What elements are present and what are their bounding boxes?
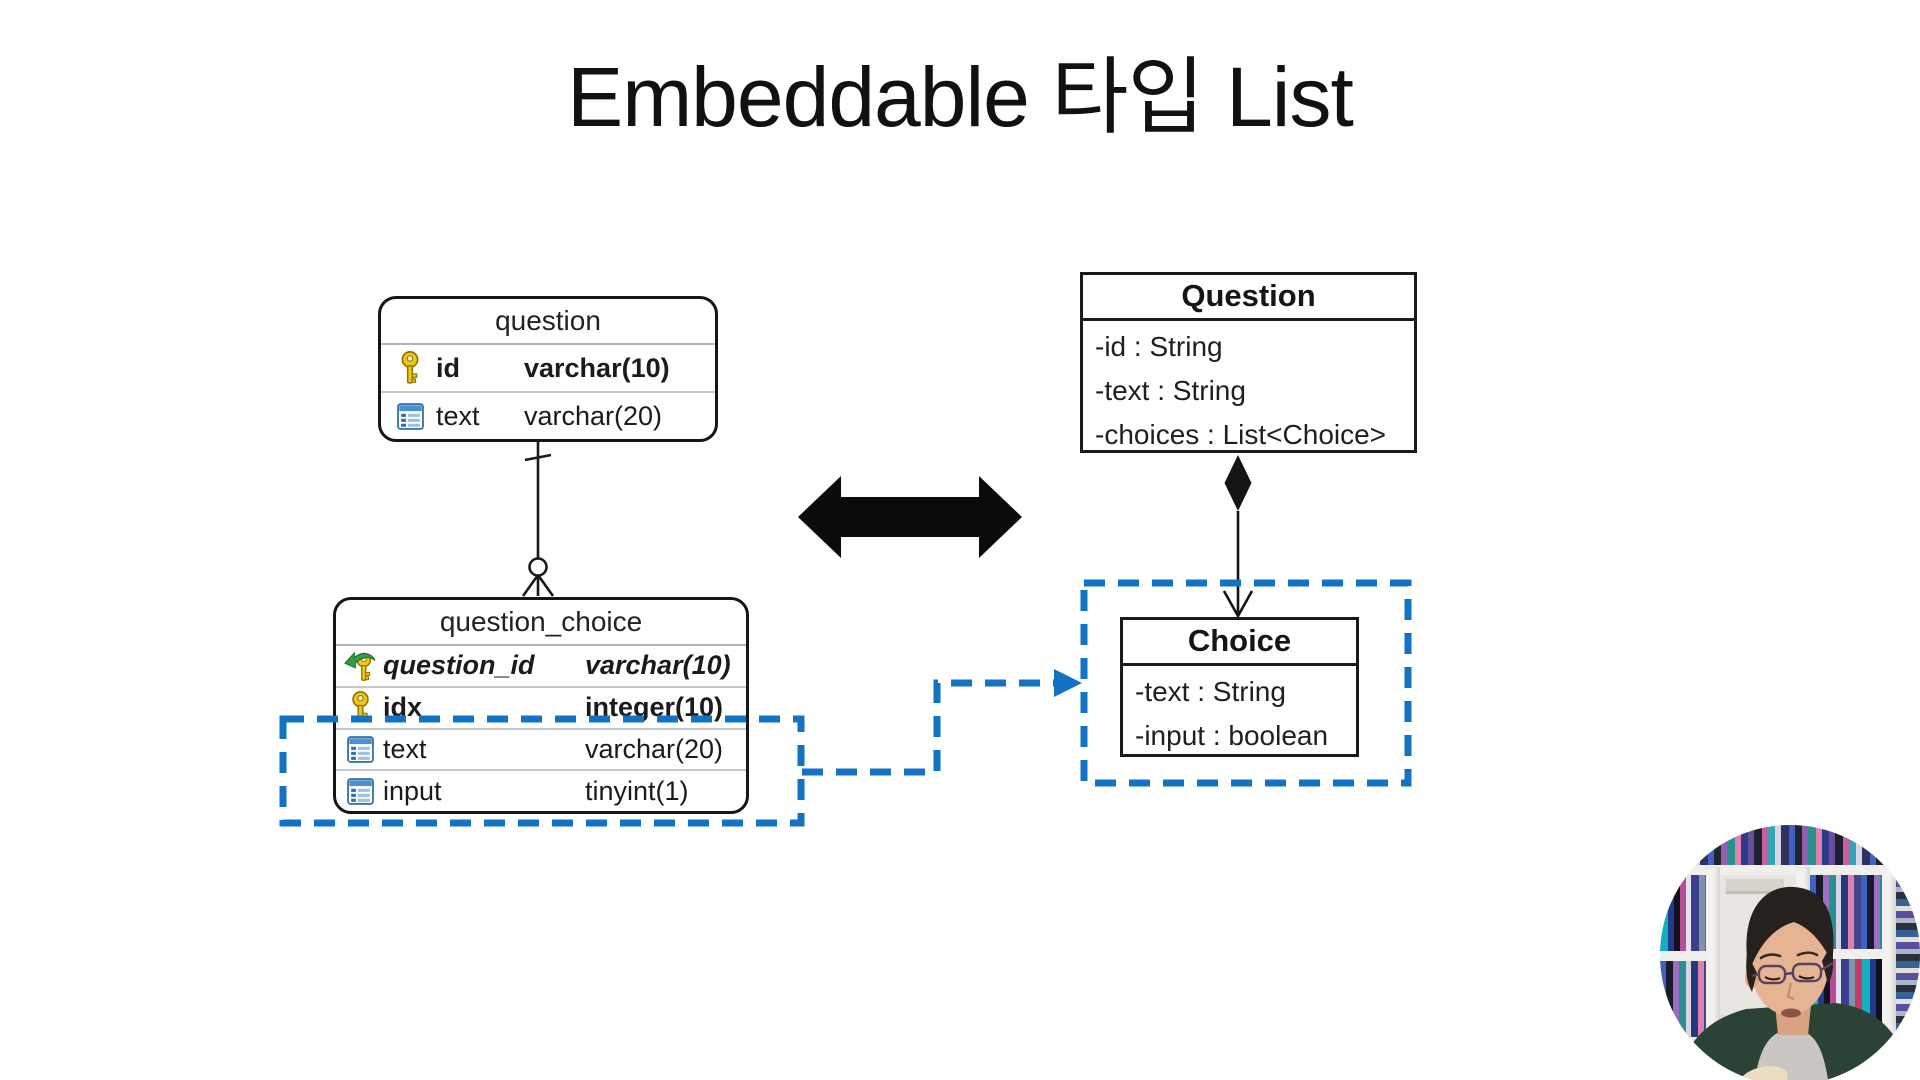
bookshelf-books bbox=[1660, 961, 1706, 1037]
primary-key-icon bbox=[344, 690, 376, 725]
field-icon bbox=[344, 778, 376, 805]
column-name: input bbox=[383, 775, 442, 806]
column-name: text bbox=[383, 733, 427, 764]
class-attribute: -id : String bbox=[1095, 331, 1223, 362]
bookshelf-board bbox=[1810, 949, 1882, 959]
table-row: input tinyint(1) bbox=[336, 771, 746, 811]
table-row: text varchar(20) bbox=[336, 730, 746, 772]
column-type: varchar(10) bbox=[524, 352, 670, 383]
column-name: id bbox=[436, 352, 460, 383]
glasses bbox=[1751, 961, 1834, 985]
column-type: varchar(10) bbox=[585, 650, 731, 681]
column-name: text bbox=[436, 400, 480, 431]
uml-class-question: Question -id : String -text : String -ch… bbox=[1080, 272, 1417, 453]
highlight-connector-arrowhead bbox=[1054, 669, 1082, 697]
column-type: integer(10) bbox=[585, 692, 724, 723]
class-attribute: -text : String bbox=[1135, 676, 1286, 707]
paper-stack bbox=[1726, 879, 1784, 891]
column-type: varchar(20) bbox=[585, 733, 724, 764]
bookshelf-books bbox=[1660, 875, 1706, 951]
bookshelf-board bbox=[1660, 865, 1920, 875]
column-type: tinyint(1) bbox=[585, 775, 689, 806]
er-table-question: question id varchar(10) text varchar(20) bbox=[378, 296, 718, 442]
uml-class-choice: Choice -text : String -input : boolean bbox=[1120, 617, 1359, 757]
table-row: text varchar(20) bbox=[381, 393, 715, 439]
page-title: Embeddable 타입 List bbox=[567, 50, 1354, 144]
webcam-overlay bbox=[1660, 825, 1920, 1080]
uml-composition-connector bbox=[1222, 455, 1254, 619]
column-type: varchar(20) bbox=[524, 400, 663, 431]
table-row: idx integer(10) bbox=[336, 688, 746, 730]
field-icon bbox=[344, 736, 376, 763]
class-title: Question bbox=[1083, 275, 1414, 321]
class-attribute: -choices : List<Choice> bbox=[1095, 419, 1387, 450]
class-title: Choice bbox=[1123, 620, 1356, 666]
field-icon bbox=[395, 403, 425, 430]
highlight-connector bbox=[802, 679, 1054, 776]
table-row: id varchar(10) bbox=[381, 345, 715, 393]
column-name: question_id bbox=[383, 650, 535, 681]
column-name: idx bbox=[383, 692, 423, 723]
bookshelf-board bbox=[1660, 1037, 1706, 1046]
bookshelf-board bbox=[1660, 951, 1706, 961]
er-table-question-choice: question_choice question_id varchar(10) … bbox=[333, 597, 749, 814]
er-relationship-line bbox=[521, 441, 555, 597]
bookshelf-books bbox=[1896, 825, 1920, 1080]
table-title: question bbox=[381, 299, 715, 345]
primary-key-icon bbox=[395, 350, 425, 386]
class-attribute: -input : boolean bbox=[1135, 720, 1329, 751]
double-arrow bbox=[798, 476, 1022, 558]
table-title: question_choice bbox=[336, 600, 746, 646]
presenter-avatar bbox=[1675, 886, 1912, 1080]
table-row: question_id varchar(10) bbox=[336, 646, 746, 688]
bookshelf-books bbox=[1660, 825, 1920, 865]
foreign-key-icon bbox=[344, 648, 376, 684]
class-attribute: -text : String bbox=[1095, 375, 1246, 406]
